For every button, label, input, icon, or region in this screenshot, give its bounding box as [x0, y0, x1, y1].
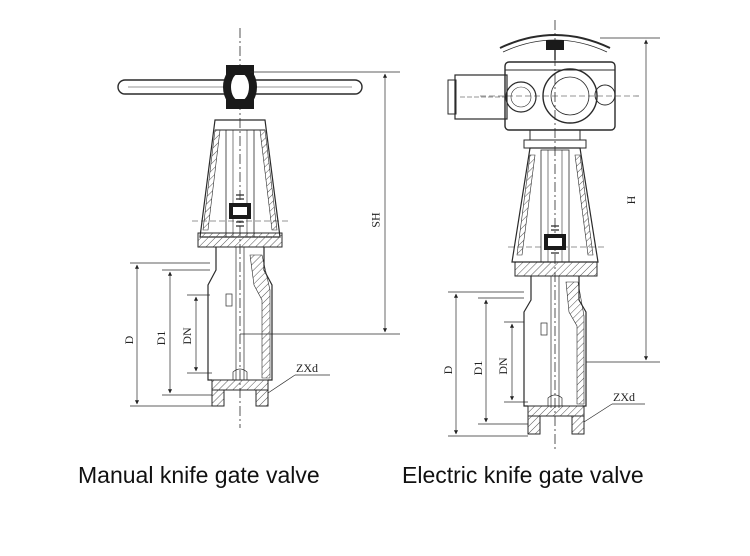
manual-label-d1: D1 — [154, 331, 168, 346]
electric-valve-caption: Electric knife gate valve — [402, 462, 644, 488]
manual-label-hs: HS — [369, 212, 383, 227]
manual-dimensions — [130, 71, 400, 407]
manual-valve-caption: Manual knife gate valve — [78, 462, 320, 488]
electric-actuator — [447, 34, 640, 149]
electric-label-dn: DN — [496, 357, 510, 375]
electric-label-h: H — [624, 195, 638, 204]
electric-yoke — [508, 147, 605, 277]
manual-valve — [117, 28, 400, 428]
manual-yoke — [192, 119, 290, 248]
handwheel — [117, 65, 363, 109]
manual-label-zxd: ZXd — [296, 361, 318, 375]
electric-dimensions — [448, 37, 660, 437]
electric-body — [523, 276, 587, 435]
electric-valve — [447, 20, 660, 450]
manual-label-dn: DN — [180, 327, 194, 345]
manual-body — [207, 247, 273, 407]
manual-label-d: D — [122, 335, 136, 344]
electric-label-d: D — [441, 365, 455, 374]
electric-label-zxd: ZXd — [613, 390, 635, 404]
electric-label-d1: D1 — [471, 361, 485, 376]
